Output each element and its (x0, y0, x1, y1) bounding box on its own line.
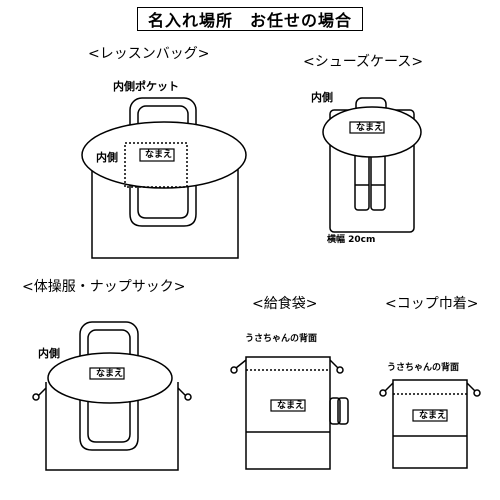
cup-bag-string-right (466, 382, 476, 392)
cup-bag-body (392, 379, 468, 469)
gym-bag-illustration (32, 321, 192, 471)
lesson-bag-handle-lower-inner (137, 170, 189, 219)
gym-bag-opening (47, 352, 173, 404)
cup-bag-illustration (379, 379, 481, 469)
shoe-right (370, 149, 386, 211)
cup-bag-heading: <コップ巾着> (385, 296, 479, 312)
shoe-case-name-tag-text: なまえ (356, 123, 384, 133)
lunch-bag-note: うさちゃんの背面 (245, 334, 318, 344)
lunch-bag-heading: <給食袋> (252, 296, 318, 312)
cup-bag-name-tag-text: なまえ (419, 411, 447, 421)
lesson-bag-illustration (81, 97, 247, 259)
gym-bag-string-left (37, 387, 47, 397)
gym-bag-inside-label: 内側 (38, 347, 60, 360)
cup-bag-name-tag (412, 409, 448, 422)
lunch-bag-illustration (230, 356, 349, 470)
gym-bag-toggle-left (32, 393, 40, 401)
lunch-bag-string-right (329, 359, 339, 369)
gym-bag-string-right (177, 387, 187, 397)
lunch-bag-body (245, 356, 331, 470)
lesson-bag-inner-pocket-label: 内側ポケット (113, 80, 179, 93)
cup-bag-string-left (384, 382, 394, 392)
lesson-bag-body (91, 168, 239, 259)
lunch-bag-strap-2 (337, 397, 349, 425)
cup-bag-toggle-left (379, 389, 387, 397)
shoe-left (354, 149, 370, 211)
shoe-case-inside-label: 内側 (311, 91, 333, 104)
shoe-case-opening (322, 106, 422, 158)
lunch-bag-string-left (235, 359, 247, 369)
gym-bag-body (45, 382, 179, 471)
lunch-bag-toggle-right (336, 366, 344, 374)
lesson-bag-opening (81, 121, 247, 189)
shoe-case-illustration (322, 97, 422, 233)
gym-bag-heading: <体操服・ナップサック> (22, 279, 186, 295)
lesson-bag-name-tag-text: なまえ (145, 150, 173, 160)
gym-bag-handle-lower (79, 385, 139, 451)
lunch-bag-toggle-left (230, 366, 238, 374)
lunch-bag-name-tag (270, 399, 306, 412)
gym-bag-toggle-right (184, 393, 192, 401)
lesson-bag-name-tag (139, 148, 175, 162)
gym-bag-handle-lower-inner (87, 385, 131, 443)
gym-bag-name-tag-text: なまえ (96, 369, 124, 379)
lesson-bag-inner-pocket (124, 142, 188, 188)
lesson-bag-inside-label: 内側 (96, 151, 118, 164)
page-title: 名入れ場所 お任せの場合 (137, 7, 363, 31)
lunch-bag-strap-1 (329, 397, 341, 425)
shoe-case-heading: <シューズケース> (303, 54, 424, 70)
lesson-bag-handle-lower (129, 170, 197, 227)
cup-bag-note: うさちゃんの背面 (387, 363, 460, 373)
shoe-case-width-note: 横幅 20cm (327, 235, 376, 245)
lesson-bag-heading: <レッスンバッグ> (88, 46, 210, 62)
lunch-bag-name-tag-text: なまえ (277, 401, 305, 411)
gym-bag-name-tag (89, 367, 125, 380)
shoe-case-name-tag (349, 121, 385, 134)
cup-bag-toggle-right (473, 389, 481, 397)
